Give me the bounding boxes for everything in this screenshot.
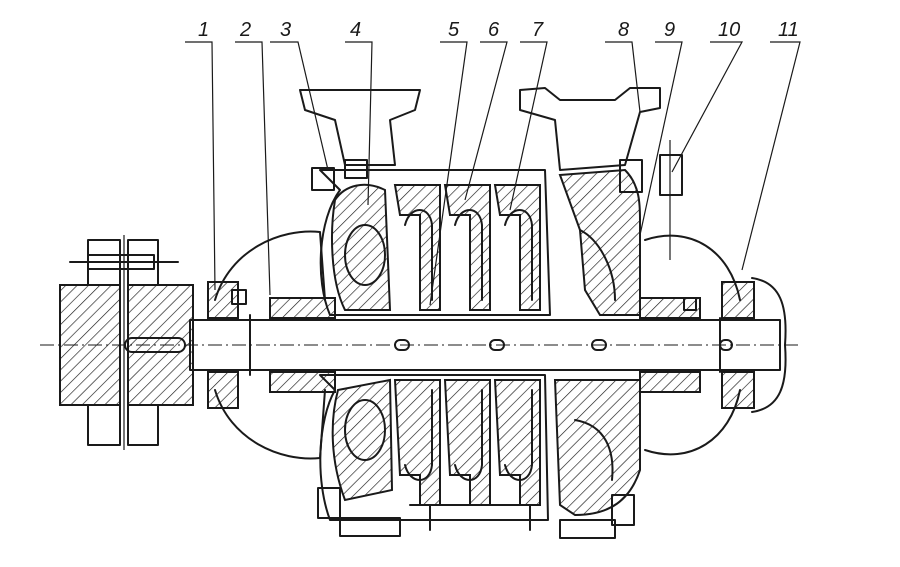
callout-5: 5 — [448, 19, 460, 41]
impeller-stages-upper — [393, 184, 541, 311]
callout-8: 8 — [618, 19, 629, 41]
callout-6: 6 — [488, 19, 500, 41]
left-bearing-housing — [207, 230, 336, 460]
suction-casing — [299, 89, 551, 537]
pump-shaft — [189, 314, 781, 376]
impeller-stages-lower — [393, 379, 541, 531]
coupling — [59, 235, 194, 450]
callout-labels: 1 2 3 4 5 6 7 8 9 10 11 — [198, 19, 799, 41]
discharge-casing — [519, 87, 661, 539]
callout-9: 9 — [664, 19, 675, 41]
callout-2: 2 — [239, 19, 251, 41]
leader-lines — [185, 41, 801, 306]
callout-11: 11 — [778, 19, 799, 41]
callout-3: 3 — [280, 19, 291, 41]
right-bearing-housing — [639, 140, 787, 456]
callout-1: 1 — [198, 19, 209, 41]
callout-10: 10 — [718, 19, 740, 41]
callout-7: 7 — [532, 19, 544, 41]
callout-4: 4 — [350, 19, 361, 41]
